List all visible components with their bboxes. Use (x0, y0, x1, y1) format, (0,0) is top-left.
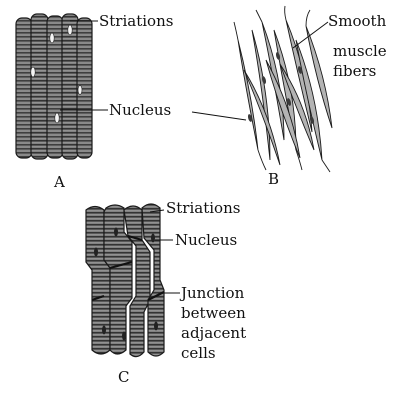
label-junction-line2: between (181, 304, 246, 322)
label-junction-line3: adjacent (181, 324, 246, 342)
label-nucleus-a: Nucleus (109, 101, 171, 119)
smooth-fiber (296, 40, 322, 160)
label-striations-c: Striations (166, 199, 240, 217)
label-striations-a: Striations (99, 12, 173, 30)
nucleus-mark (122, 332, 126, 341)
nucleus-mark (68, 25, 72, 35)
fiber-tail (322, 160, 330, 172)
figure-letter-a: A (53, 173, 65, 191)
label-smooth-line2: muscle (333, 42, 387, 60)
fiber-tail (258, 150, 266, 170)
nucleus-mark (151, 234, 155, 243)
nucleus-mark (50, 33, 54, 43)
fiber-tail (234, 22, 238, 40)
skeletal-fiber (16, 18, 32, 158)
fiber-tail (256, 10, 262, 22)
skeletal-fiber (47, 16, 63, 158)
skeletal-fiber (31, 14, 48, 159)
figure-b-smooth-muscle: Smooth muscle fibers B (192, 6, 387, 188)
label-nucleus-c: Nucleus (175, 231, 237, 249)
figure-a-skeletal-muscle: Striations Nucleus A (16, 12, 173, 191)
nucleus-mark (31, 67, 35, 77)
label-smooth-line1: Smooth (328, 12, 387, 30)
nucleus-mark (114, 228, 118, 237)
fiber-tail (285, 6, 286, 20)
figure-letter-b: B (268, 170, 279, 188)
figure-c-cardiac-muscle: Striations Nucleus Junction between adja… (86, 199, 246, 386)
nucleus-mark (154, 322, 158, 331)
figure-letter-c: C (118, 368, 129, 386)
skeletal-fiber (62, 14, 78, 159)
nucleus-mark (102, 326, 106, 335)
label-junction-line1: Junction (179, 284, 245, 302)
nucleus-mark (94, 248, 98, 257)
smooth-fibers (238, 20, 332, 165)
fiber-tail (306, 10, 310, 26)
nucleus-mark (55, 113, 59, 123)
leader-nucleus-a-to-b (192, 112, 246, 120)
nucleus-mark (78, 86, 82, 95)
label-junction-line4: cells (181, 344, 216, 362)
label-smooth-line3: fibers (333, 62, 376, 80)
